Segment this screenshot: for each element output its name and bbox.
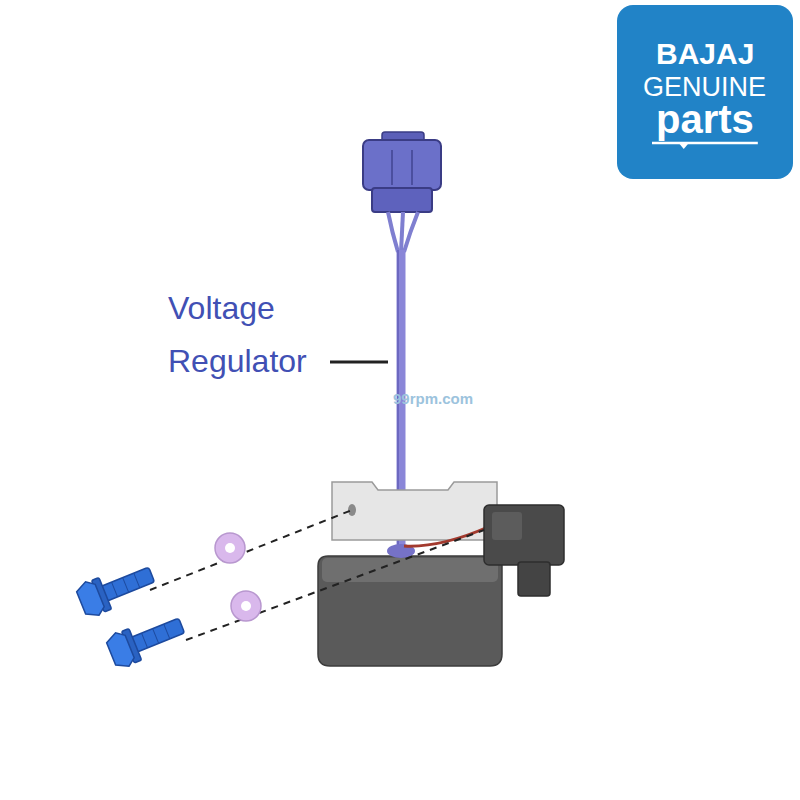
logo-parts: parts xyxy=(656,97,754,141)
part-name: Voltage Regulator xyxy=(168,282,358,388)
logo-badge: BAJAJGENUINEparts xyxy=(617,5,793,179)
watermark: 99rpm.com xyxy=(393,387,473,412)
logo-brand: BAJAJ xyxy=(656,37,754,70)
